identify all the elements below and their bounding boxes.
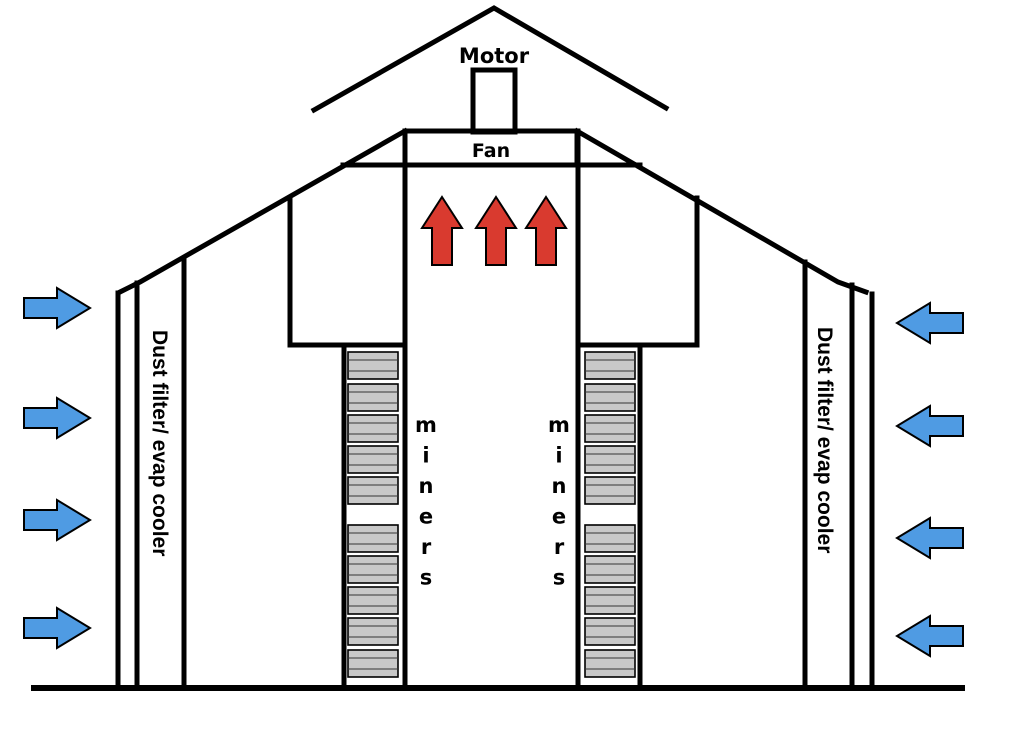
plenum-left <box>287 195 408 348</box>
miner-unit <box>584 524 636 553</box>
miner-unit <box>347 476 399 505</box>
motor-housing <box>470 67 518 135</box>
miners-letter: i <box>555 444 562 468</box>
miners-letter: s <box>420 566 433 590</box>
intake-arrow-right-icon <box>23 286 92 330</box>
exhaust-arrow-icon <box>420 195 464 266</box>
inner-roof-left <box>116 127 409 296</box>
intake-arrow-right-icon <box>23 606 92 650</box>
miner-unit <box>584 555 636 584</box>
miner-unit <box>347 555 399 584</box>
miners-letter: m <box>548 413 570 437</box>
filter-label-left: Dust filter/ evap cooler <box>148 330 171 556</box>
miner-unit <box>584 414 636 443</box>
miner-unit <box>347 524 399 553</box>
miner-unit <box>584 351 636 380</box>
miners-letter: r <box>554 535 565 559</box>
miners-letter: n <box>552 474 567 498</box>
intake-arrow-left-icon <box>895 301 964 345</box>
miner-unit <box>347 351 399 380</box>
fan-label: Fan <box>472 140 510 162</box>
miner-unit <box>347 617 399 646</box>
motor-label: Motor <box>459 44 530 68</box>
miners-letter: n <box>419 474 434 498</box>
miners-letter: m <box>415 413 437 437</box>
intake-arrow-left-icon <box>895 404 964 448</box>
intake-arrow-right-icon <box>23 396 92 440</box>
filter-label-right: Dust filter/ evap cooler <box>813 327 836 553</box>
intake-arrow-right-icon <box>23 498 92 542</box>
intake-arrows-right <box>895 301 964 658</box>
miner-unit <box>584 445 636 474</box>
exhaust-arrow-icon <box>524 195 568 266</box>
miners-letter: i <box>422 444 429 468</box>
exhaust-arrow-icon <box>474 195 518 266</box>
miner-unit <box>347 445 399 474</box>
intake-arrow-left-icon <box>895 516 964 560</box>
miner-racks <box>347 351 636 678</box>
miner-unit <box>584 649 636 678</box>
miner-unit <box>584 476 636 505</box>
inner-roof-right <box>573 127 870 296</box>
miners-letter: e <box>419 505 433 529</box>
intake-arrows-left <box>23 286 92 650</box>
intake-arrow-left-icon <box>895 614 964 658</box>
miners-letter: e <box>552 505 566 529</box>
miner-unit <box>347 586 399 615</box>
miner-unit <box>347 414 399 443</box>
plenum-right <box>575 195 700 348</box>
miner-unit <box>347 383 399 412</box>
miners-letter: r <box>421 535 432 559</box>
structure-lines <box>31 5 965 691</box>
exhaust-arrows <box>420 195 568 266</box>
miner-unit <box>584 617 636 646</box>
outer-roof <box>310 5 670 114</box>
miner-unit <box>584 586 636 615</box>
miner-unit <box>347 649 399 678</box>
miner-unit <box>584 383 636 412</box>
miners-letter: s <box>553 566 566 590</box>
